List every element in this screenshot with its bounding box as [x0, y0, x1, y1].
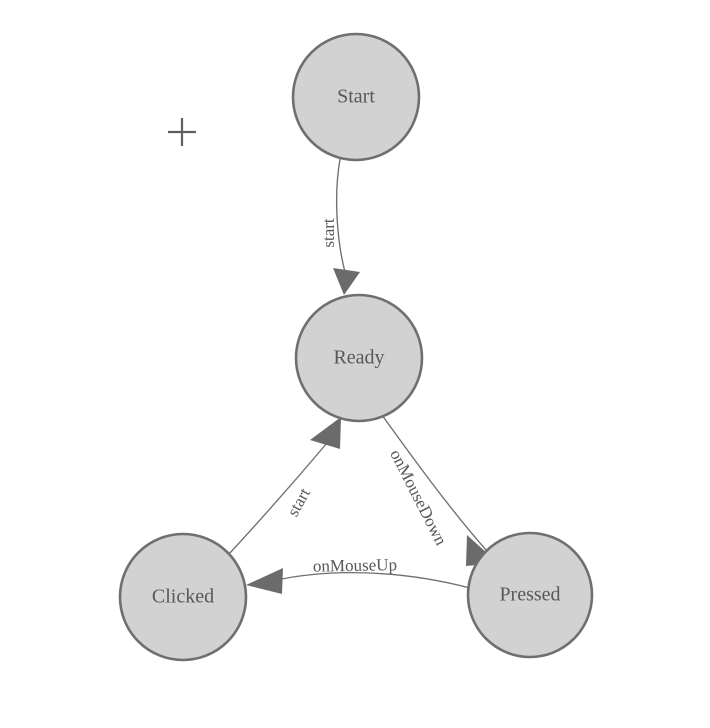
node-start-label: Start: [337, 86, 375, 108]
edge-pressed-to-clicked-arrowhead: [246, 568, 283, 594]
edge-start-to-ready-arrowhead: [333, 268, 360, 295]
node-start-circle[interactable]: [291, 32, 421, 162]
node-ready-circle[interactable]: [294, 293, 424, 423]
edge-start-to-ready-path: [335, 158, 346, 273]
edge-pressed-to-clicked[interactable]: onMouseUp: [246, 555, 471, 594]
edge-clicked-to-ready-path: [228, 442, 328, 555]
node-pressed-circle[interactable]: [466, 531, 594, 659]
edge-ready-to-pressed[interactable]: onMouseDown: [381, 414, 498, 566]
crosshair-icon: [168, 118, 196, 146]
edge-start-to-ready-label: start: [319, 218, 338, 248]
edge-clicked-to-ready-label: start: [283, 485, 314, 520]
edge-pressed-to-clicked-path: [271, 571, 471, 589]
edge-ready-to-pressed-path: [381, 414, 488, 552]
edge-start-to-ready[interactable]: start: [319, 158, 360, 295]
node-ready[interactable]: Ready: [294, 293, 424, 423]
node-clicked[interactable]: Clicked: [118, 532, 248, 662]
node-clicked-label: Clicked: [152, 586, 214, 608]
edge-ready-to-pressed-label: onMouseDown: [386, 446, 451, 548]
edge-clicked-to-ready-arrowhead: [310, 417, 341, 449]
node-clicked-circle[interactable]: [118, 532, 248, 662]
node-start[interactable]: Start: [291, 32, 421, 162]
node-pressed-label: Pressed: [499, 584, 560, 606]
edge-clicked-to-ready[interactable]: start: [228, 417, 341, 555]
edge-pressed-to-clicked-label: onMouseUp: [313, 555, 397, 575]
node-pressed[interactable]: Pressed: [466, 531, 594, 659]
node-ready-label: Ready: [333, 347, 384, 369]
